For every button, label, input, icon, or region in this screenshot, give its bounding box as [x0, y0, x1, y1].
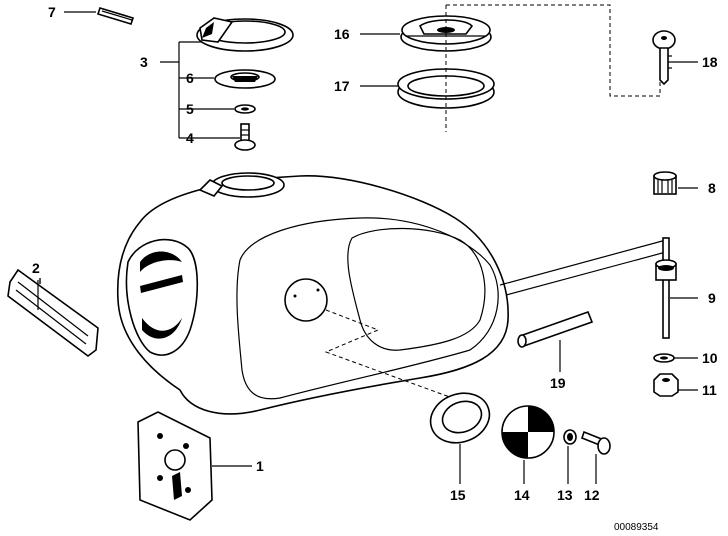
callout-8: 8: [708, 180, 716, 196]
reference-number: 00089354: [614, 522, 659, 533]
part-14-emblem: [501, 405, 555, 459]
callout-16: 16: [334, 26, 350, 42]
part-11-nut: [653, 373, 679, 397]
callout-14: 14: [514, 487, 530, 503]
callout-6: 6: [186, 70, 194, 86]
callout-12: 12: [584, 487, 600, 503]
part-8-cap-nut: [653, 171, 677, 195]
part-12-screw: [581, 430, 611, 455]
part-17-ring: [397, 68, 495, 109]
callout-11: 11: [702, 382, 717, 398]
part-9-stud: [655, 237, 677, 339]
callout-1: 1: [256, 458, 264, 474]
callout-13: 13: [557, 487, 573, 503]
callout-4: 4: [186, 130, 194, 146]
bracket-3: [160, 41, 240, 139]
part-5-washer: [234, 104, 256, 114]
callout-2: 2: [32, 260, 40, 276]
part-19-hose: [517, 310, 594, 348]
callout-17: 17: [334, 78, 350, 94]
callout-5: 5: [186, 101, 194, 117]
leader-lines: [37, 11, 698, 484]
part-18-key: [652, 30, 676, 86]
part-15-ring: [429, 392, 491, 444]
part-10-washer: [653, 353, 675, 363]
callout-10: 10: [702, 350, 718, 366]
fuel-tank: [116, 172, 509, 415]
part-13-washer: [563, 429, 577, 445]
callout-15: 15: [450, 487, 466, 503]
callout-7: 7: [48, 4, 56, 20]
part-6-seal: [214, 69, 276, 89]
callout-3: 3: [140, 54, 148, 70]
part-3-filler-cap: [196, 17, 294, 52]
part-1-rubber-mount: [137, 411, 213, 521]
part-7-pin: [96, 7, 135, 25]
callout-19: 19: [550, 375, 566, 391]
part-4-screw: [234, 123, 256, 151]
callout-18: 18: [702, 54, 718, 70]
callout-9: 9: [708, 290, 716, 306]
part-2-knee-pad: [7, 268, 99, 357]
